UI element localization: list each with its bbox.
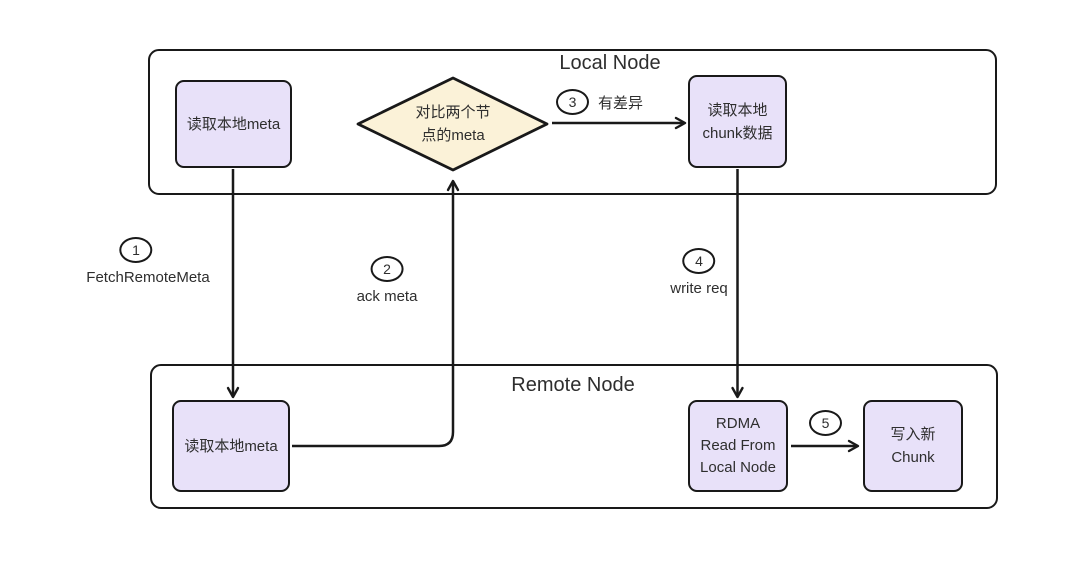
remote-node-container xyxy=(150,364,998,509)
edge-label-2-text: ack meta xyxy=(356,288,418,305)
edge-label-3-text: 有差异 xyxy=(598,94,644,112)
local-node-title: Local Node xyxy=(559,52,661,74)
step-circle-5: 5 xyxy=(809,410,842,436)
edge-label-5: 5 xyxy=(809,410,842,436)
node-local-read-meta: 读取本地meta xyxy=(175,80,292,168)
step-circle-2: 2 xyxy=(370,256,404,282)
node-write-new-chunk: 写入新 Chunk xyxy=(863,400,963,492)
step-circle-1: 1 xyxy=(119,237,153,263)
edge-label-has-diff: 3 有差异 xyxy=(556,89,643,115)
remote-node-title: Remote Node xyxy=(511,374,635,396)
edge-label-4-text: write req xyxy=(670,280,728,297)
edge-label-fetch-remote-meta: 1 FetchRemoteMeta xyxy=(86,237,210,286)
node-rdma-read-from-local: RDMA Read From Local Node xyxy=(688,400,788,492)
decision-compare-meta-label: 对比两个节 点的meta xyxy=(415,104,491,144)
edge-label-ack-meta: 2 ack meta xyxy=(356,256,418,305)
edge-label-1-text: FetchRemoteMeta xyxy=(86,269,210,286)
step-circle-3: 3 xyxy=(556,89,589,115)
node-remote-read-meta: 读取本地meta xyxy=(172,400,290,492)
node-remote-read-meta-label: 读取本地meta xyxy=(184,437,278,455)
node-local-read-meta-label: 读取本地meta xyxy=(186,115,281,133)
node-read-local-chunk: 读取本地 chunk数据 xyxy=(688,75,787,168)
edge-label-write-req: 4 write req xyxy=(670,248,728,297)
step-circle-4: 4 xyxy=(682,248,716,274)
